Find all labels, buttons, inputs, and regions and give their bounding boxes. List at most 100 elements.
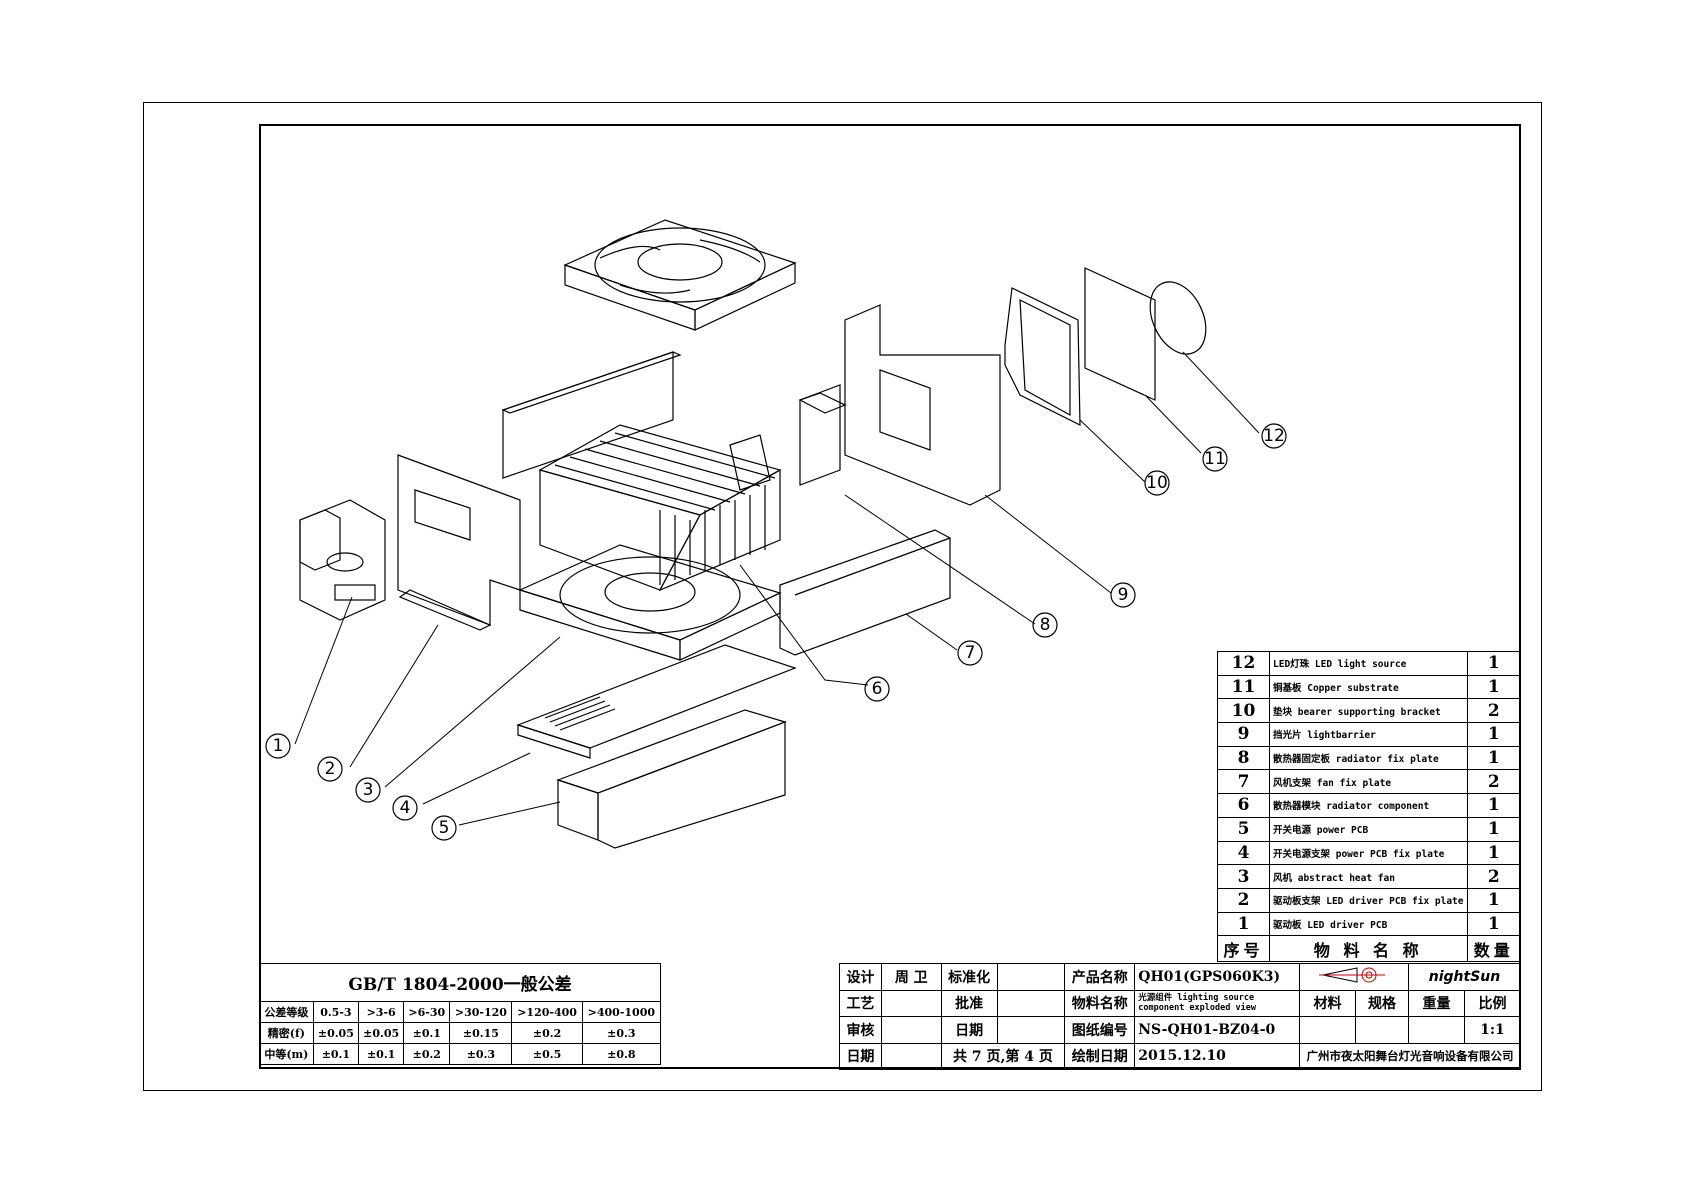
material-name-label: 物料名称: [1064, 989, 1136, 1017]
parts-list-header: 序号 物 料 名 称 数量: [1217, 935, 1521, 963]
power-pcb-fix-plate: [556, 709, 787, 849]
tolerance-header-cell: 公差等级: [259, 1001, 314, 1023]
driver-pcb-fix-plate: [397, 454, 521, 631]
company-name: 广州市夜太阳舞台灯光音响设备有限公司: [1299, 1042, 1521, 1070]
material-label: 材料: [1299, 989, 1356, 1017]
svg-text:11: 11: [1204, 449, 1226, 469]
svg-text:6: 6: [872, 679, 883, 699]
tolerance-cell: ±0.3: [581, 1022, 662, 1044]
lightbarrier: [844, 304, 1001, 506]
date2-label: 日期: [839, 1042, 882, 1070]
draw-date-label: 绘制日期: [1064, 1042, 1136, 1070]
drawing-number: NS-QH01-BZ04-0: [1134, 1016, 1301, 1044]
parts-qty-cell: 1: [1466, 722, 1521, 747]
parts-no-cell: 4: [1217, 840, 1270, 866]
tolerance-cell: ±0.3: [449, 1043, 513, 1065]
parts-name-cell: 散热器固定板 radiator fix plate: [1269, 745, 1468, 771]
company-logo: nightSun: [1407, 963, 1522, 991]
leader-lines: [294, 351, 1260, 826]
callout-1: 1: [265, 733, 291, 759]
heatsink: [538, 424, 782, 592]
parts-header-no: 序号: [1217, 935, 1270, 963]
process-label: 工艺: [839, 989, 882, 1017]
tolerance-cell: ±0.05: [357, 1022, 405, 1044]
design-label: 设计: [839, 963, 882, 991]
scale-value: 1:1: [1463, 1016, 1522, 1044]
tolerance-header-cell: >3-6: [357, 1001, 405, 1023]
parts-header-qty: 数量: [1466, 935, 1521, 963]
parts-name-cell: 垫块 bearer supporting bracket: [1269, 698, 1468, 724]
svg-text:8: 8: [1040, 615, 1051, 635]
svg-text:2: 2: [325, 759, 336, 779]
parts-no-cell: 1: [1217, 911, 1270, 937]
tolerance-header-cell: >120-400: [511, 1001, 583, 1023]
weight-label: 重量: [1407, 989, 1465, 1017]
parts-name-cell: 散热器模块 radiator component: [1269, 793, 1468, 818]
callout-11: 11: [1202, 446, 1228, 472]
projection-symbol-icon: [1319, 967, 1385, 983]
parts-qty-cell: 2: [1466, 698, 1521, 724]
parts-name-cell: 风机支架 fan fix plate: [1269, 769, 1468, 795]
tolerance-cell: ±0.1: [312, 1043, 360, 1065]
tolerance-cell: ±0.1: [357, 1043, 405, 1065]
parts-name-cell: 开关电源 power PCB: [1269, 816, 1468, 842]
date-label: 日期: [940, 1016, 998, 1044]
parts-no-cell: 10: [1217, 698, 1270, 724]
parts-no-cell: 11: [1217, 674, 1270, 700]
tolerance-row-fine: 精密(f) ±0.05 ±0.05 ±0.1 ±0.15 ±0.2 ±0.3: [259, 1022, 662, 1044]
parts-qty-cell: 1: [1466, 816, 1521, 842]
svg-text:1: 1: [273, 736, 284, 756]
bottom-fan: [518, 544, 782, 661]
tolerance-cell: ±0.2: [403, 1043, 451, 1065]
callout-7: 7: [957, 640, 983, 666]
parts-name-cell: 驱动板支架 LED driver PCB fix plate: [1269, 887, 1468, 913]
tolerance-cell: 中等(m): [259, 1043, 314, 1065]
tolerance-header-cell: 0.5-3: [312, 1001, 360, 1023]
title-block: 设计 周 卫 标准化 产品名称 QH01(GPS060K3) nightSun …: [839, 963, 1522, 1070]
svg-text:3: 3: [363, 780, 374, 800]
scale-label: 比例: [1463, 989, 1522, 1017]
parts-qty-cell: 1: [1466, 793, 1521, 818]
led-light-source: [1149, 281, 1207, 355]
tolerance-cell: ±0.05: [312, 1022, 360, 1044]
callout-3: 3: [355, 777, 381, 803]
product-name-label: 产品名称: [1064, 963, 1136, 991]
callout-9: 9: [1110, 582, 1136, 608]
parts-no-cell: 5: [1217, 816, 1270, 842]
parts-no-cell: 3: [1217, 864, 1270, 889]
tolerance-cell: 精密(f): [259, 1022, 314, 1044]
top-fan: [563, 219, 797, 331]
outer-frame: [143, 102, 1542, 1091]
parts-no-cell: 9: [1217, 722, 1270, 747]
svg-text:5: 5: [439, 818, 450, 838]
callout-10: 10: [1144, 470, 1170, 496]
parts-name-cell: 开关电源支架 power PCB fix plate: [1269, 840, 1468, 866]
parts-name-cell: LED灯珠 LED light source: [1269, 651, 1468, 676]
tolerance-header-cell: >30-120: [449, 1001, 513, 1023]
callout-bubbles: 1 2 3 4 5 6 7 8 9 10 11 12: [265, 423, 1287, 841]
callout-12: 12: [1261, 423, 1287, 449]
callout-2: 2: [317, 756, 343, 782]
standardize-label: 标准化: [940, 963, 998, 991]
parts-name-cell: 驱动板 LED driver PCB: [1269, 911, 1468, 937]
power-pcb: [516, 644, 797, 759]
svg-text:7: 7: [965, 643, 976, 663]
tolerance-header-cell: >400-1000: [581, 1001, 662, 1023]
tolerance-row-medium: 中等(m) ±0.1 ±0.1 ±0.2 ±0.3 ±0.5 ±0.8: [259, 1043, 662, 1065]
spec-label: 规格: [1355, 989, 1409, 1017]
parts-qty-cell: 1: [1466, 674, 1521, 700]
parts-name-cell: 铜基板 Copper substrate: [1269, 674, 1468, 700]
parts-name-cell: 挡光片 lightbarrier: [1269, 722, 1468, 747]
fan-fix-plate: [779, 529, 951, 656]
callout-4: 4: [392, 795, 418, 821]
parts-qty-cell: 2: [1466, 769, 1521, 795]
tolerance-cell: ±0.5: [511, 1043, 583, 1065]
parts-no-cell: 7: [1217, 769, 1270, 795]
